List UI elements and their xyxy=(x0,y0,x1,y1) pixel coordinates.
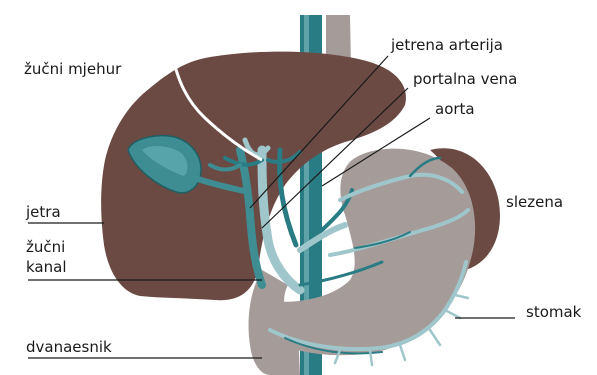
label-spleen: slezena xyxy=(506,193,563,211)
label-bile-duct-line1: žučni xyxy=(26,238,65,256)
label-hepatic-artery: jetrena arterija xyxy=(391,36,503,54)
label-stomach: stomak xyxy=(526,303,581,321)
label-duodenum: dvanaesnik xyxy=(26,338,112,356)
label-bile-duct-line2: kanal xyxy=(26,258,66,276)
label-gallbladder: žučni mjehur xyxy=(24,60,121,78)
label-portal-vein: portalna vena xyxy=(413,70,517,88)
label-liver: jetra xyxy=(26,203,61,221)
label-aorta: aorta xyxy=(435,100,475,118)
